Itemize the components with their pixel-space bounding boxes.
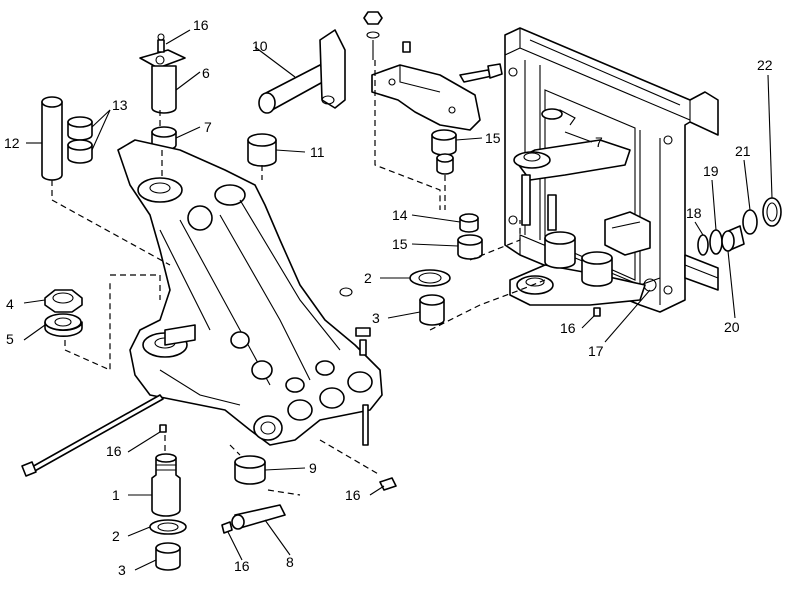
- callout-22: 22: [757, 57, 773, 73]
- callout-16-right: 16: [345, 487, 361, 503]
- top-pin: [139, 33, 186, 151]
- assembly-guide-lines: [51, 60, 546, 496]
- callout-4: 4: [6, 296, 14, 312]
- callout-9: 9: [309, 460, 317, 476]
- callout-15-bottom: 15: [392, 236, 408, 252]
- mounting-frame: [504, 27, 719, 313]
- lower-bushings: [457, 213, 483, 260]
- callout-3-bottom: 3: [118, 562, 126, 578]
- left-pin: [41, 96, 93, 181]
- callout-17: 17: [588, 343, 604, 359]
- swing-arm: [21, 139, 383, 477]
- callout-5: 5: [6, 331, 14, 347]
- callout-8: 8: [286, 554, 294, 570]
- callout-3-mid: 3: [372, 310, 380, 326]
- callout-16-bottom: 16: [234, 558, 250, 574]
- callout-11: 11: [310, 144, 325, 160]
- callout-16-frame: 16: [560, 320, 576, 336]
- callout-2-bottom: 2: [112, 528, 120, 544]
- callout-labels: 12 13 16 6 7 10 11 15 7 14 15 4 5 2 3 16…: [4, 17, 773, 578]
- callout-16-top: 16: [193, 17, 209, 33]
- callout-19: 19: [703, 163, 719, 179]
- callout-2-mid: 2: [364, 270, 372, 286]
- loose-parts: [44, 197, 782, 571]
- callout-12: 12: [4, 135, 20, 151]
- callout-6: 6: [202, 65, 210, 81]
- callout-7-left: 7: [204, 119, 212, 135]
- callout-7-right: 7: [595, 134, 603, 150]
- callout-15-top: 15: [485, 130, 501, 146]
- callout-16-rod: 16: [106, 443, 122, 459]
- callout-1: 1: [112, 487, 120, 503]
- pin-assembly: [247, 29, 346, 167]
- callout-18: 18: [686, 205, 702, 221]
- callout-13: 13: [112, 97, 128, 113]
- upper-bracket: [363, 11, 503, 175]
- callout-21: 21: [735, 143, 751, 159]
- callout-10: 10: [252, 38, 268, 54]
- callout-20: 20: [724, 319, 740, 335]
- callout-14: 14: [392, 207, 408, 223]
- leader-lines: [23, 29, 773, 571]
